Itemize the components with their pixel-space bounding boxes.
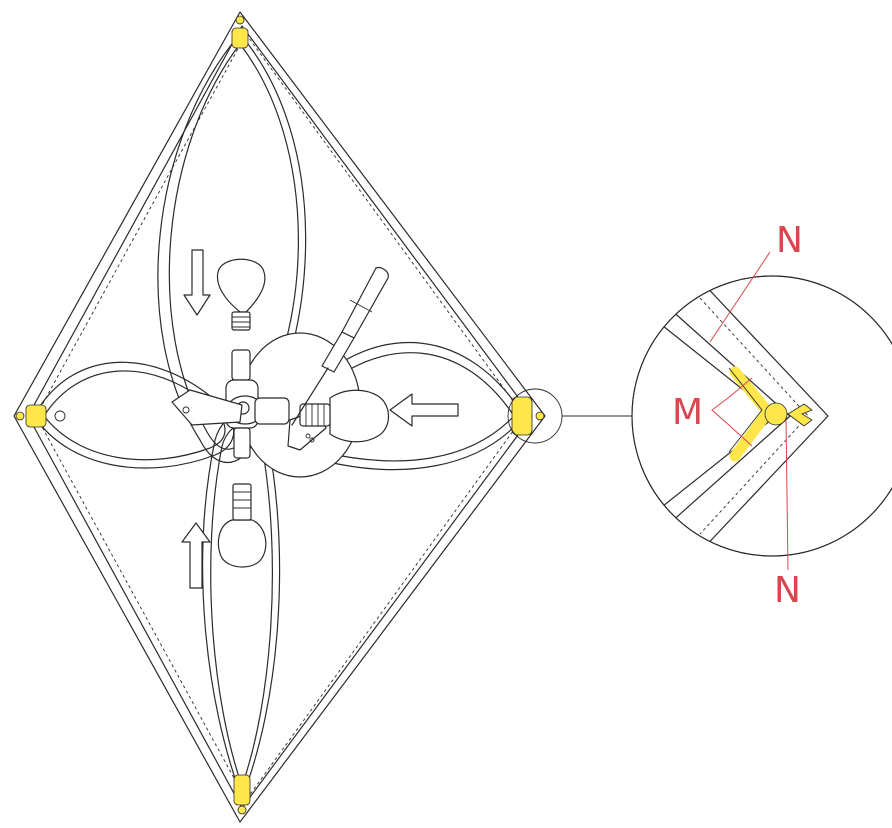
connector-clip-icon: [233, 774, 251, 815]
top-petal-loop: [157, 33, 307, 464]
light-bulb-icon: [217, 483, 267, 568]
light-bulb-icon: [299, 389, 390, 443]
direction-arrow-icon: [389, 393, 459, 427]
detail-source-marker: [507, 388, 634, 444]
direction-arrow-icon: [181, 522, 211, 589]
left-bracket: [171, 389, 243, 426]
detail-zoom-view: [631, 275, 892, 557]
connector-clip-icon: [15, 404, 47, 428]
callout-label-n-bottom: N: [774, 570, 801, 611]
callout-label-m: M: [672, 392, 703, 433]
screwdriver-icon: [291, 267, 389, 426]
callout-label-n-top: N: [776, 220, 803, 261]
center-hub: [225, 349, 290, 459]
mounting-hole: [54, 410, 66, 422]
connector-clip-icon: [511, 396, 545, 436]
callout-leaders: [709, 251, 789, 571]
connector-clip-icon: [231, 15, 249, 49]
direction-arrow-icon: [183, 249, 211, 316]
light-bulb-icon: [216, 258, 266, 331]
bottom-petal-loop: [202, 413, 281, 799]
